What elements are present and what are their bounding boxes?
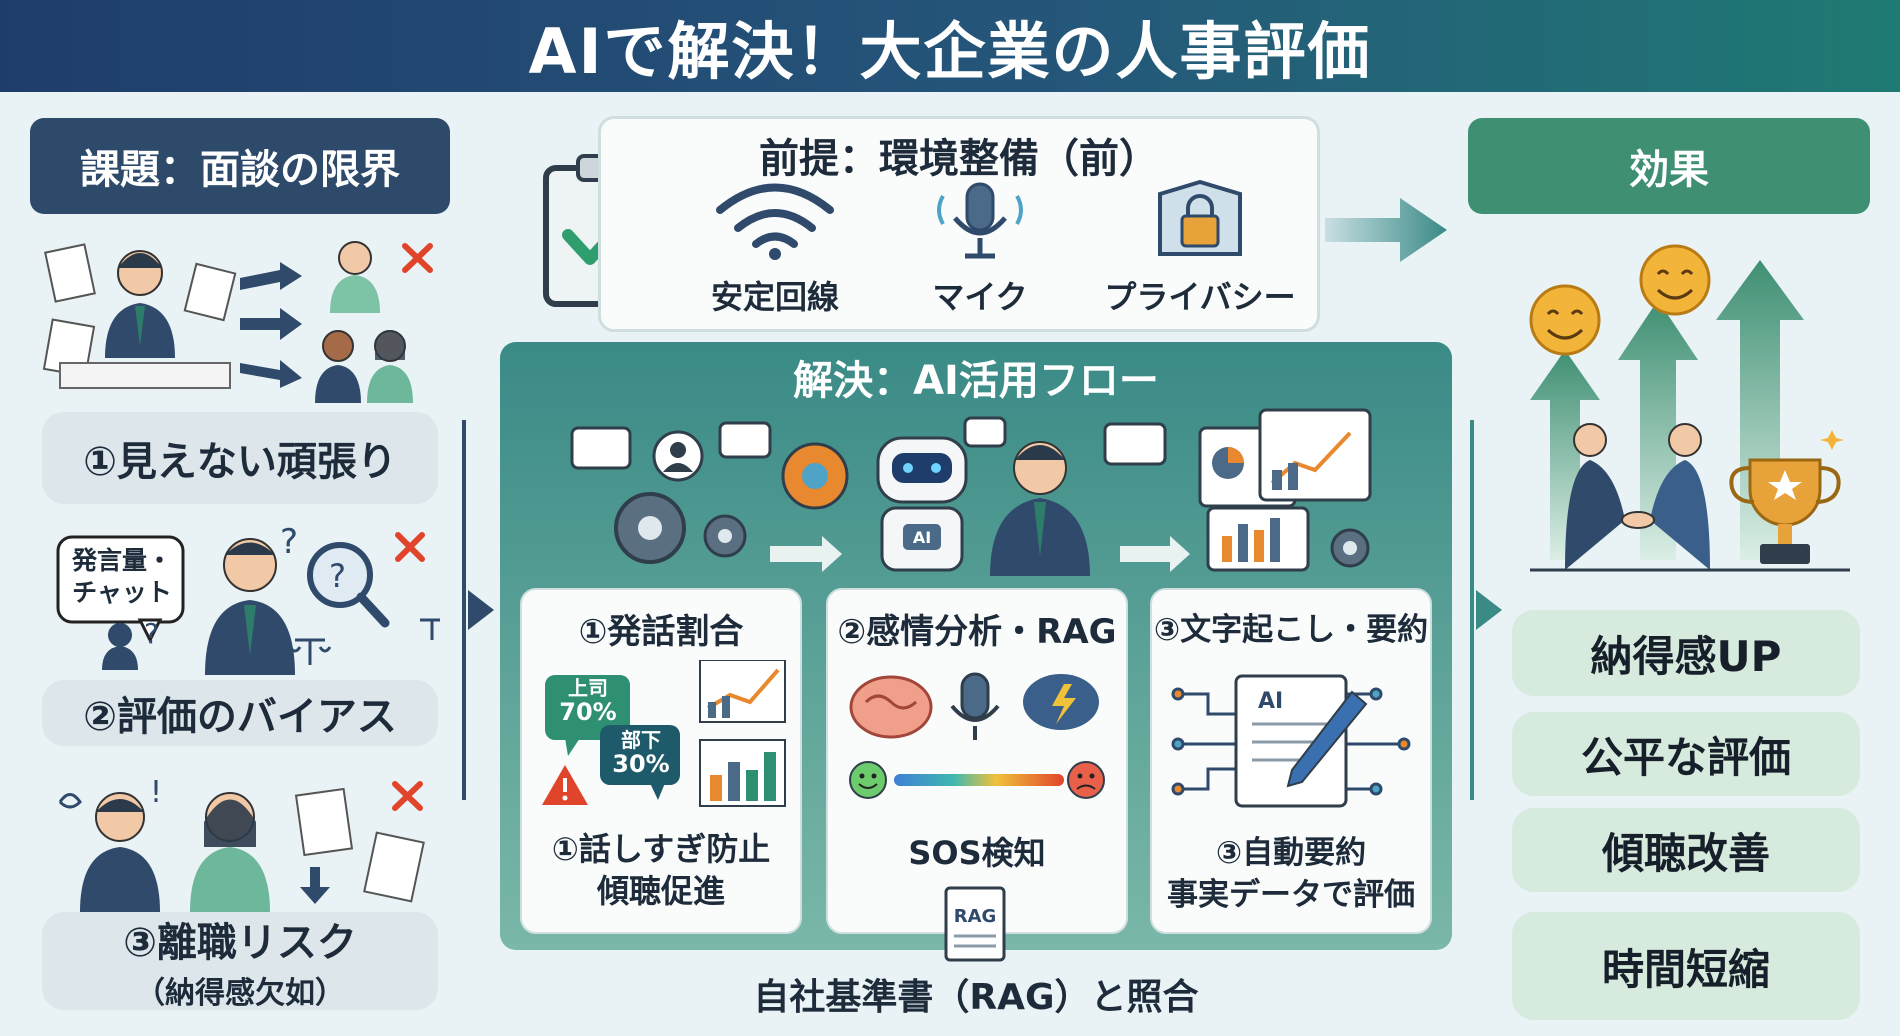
scale-icon <box>288 618 440 665</box>
brain-icon <box>849 675 933 739</box>
effect-item-satisfaction: 納得感UP <box>1512 610 1860 696</box>
effect-item-fairness: 公平な評価 <box>1512 712 1860 796</box>
small-person-icon: ? <box>102 617 159 670</box>
svg-text:!: ! <box>150 775 162 810</box>
smiley-icon <box>1529 244 1711 356</box>
robot-icon <box>876 436 968 572</box>
effects-heading-text: 効果 <box>1629 147 1709 193</box>
resignation-document-icon <box>294 787 425 904</box>
documents-icon <box>42 243 237 389</box>
premise-item-network: 安定回線 <box>690 180 860 320</box>
svg-text:?: ? <box>280 525 298 562</box>
solution-card-sentiment <box>826 588 1128 934</box>
cross-icon <box>402 243 433 273</box>
document-badge: AI <box>1258 689 1283 714</box>
happy-face-icon <box>849 761 887 799</box>
card-1-heading: ①発話割合 <box>578 612 744 652</box>
card-3-caption: ③自動要約 事実データで評価 <box>1167 835 1415 913</box>
premise-item-mic: マイク <box>895 180 1065 320</box>
card-3-heading: ③文字起こし・要約 <box>1153 612 1429 648</box>
effect-item-time: 時間短縮 <box>1512 912 1860 1020</box>
warning-icon <box>542 765 588 805</box>
arrows-icon <box>240 262 302 388</box>
boss-ratio-text: 上司 70% <box>559 676 617 726</box>
svg-text:?: ? <box>144 617 159 650</box>
solution-flow-illustration: AI <box>560 408 1410 578</box>
employees-icon <box>315 330 413 403</box>
issue-1-illustration <box>40 228 440 408</box>
bias-bubble-text: 発言量・ チャット <box>71 546 172 607</box>
growth-arrows-icon <box>1530 260 1804 560</box>
rag-document-icon <box>940 884 1010 964</box>
bar-chart-icon <box>699 660 786 807</box>
premise-heading: 前提：環境整備（前） <box>759 136 1159 182</box>
handshake-icon <box>1565 423 1710 570</box>
speech-bubble-icon <box>56 535 185 644</box>
stressed-manager-icon <box>105 250 175 358</box>
effects-illustration <box>1510 230 1870 580</box>
magnifier-icon: ? <box>307 542 390 628</box>
network-lines-icon <box>1171 687 1411 796</box>
cross-icon <box>392 781 423 811</box>
rag-document-label: RAG <box>953 906 997 927</box>
gears-icon <box>614 492 747 564</box>
premise-item-privacy: プライバシー <box>1100 180 1300 320</box>
effect-item-listening: 傾聴改善 <box>1512 808 1860 892</box>
card-2-heading: ②感情分析・RAG <box>837 612 1117 652</box>
boss-bubble-icon <box>545 675 630 756</box>
issue-3-label: ③離職リスク （納得感欠如） <box>42 912 438 1011</box>
premise-label-network: 安定回線 <box>710 278 839 316</box>
dashboard-icon <box>1198 408 1372 572</box>
card-2-caption: SOS検知 <box>908 834 1046 872</box>
subordinate-bubble-icon <box>600 725 680 800</box>
issues-heading: 課題：面談の限界 <box>30 118 450 214</box>
flow-arrows-icon <box>770 536 1190 572</box>
card-1-caption: ①話しすぎ防止 傾聴促進 <box>551 830 771 910</box>
issue-2-label: ②評価のバイアス <box>42 680 438 746</box>
speech-ratio-illustration <box>540 660 790 810</box>
document-icon <box>1234 674 1348 808</box>
solution-footer: 自社基準書（RAG）と照合 <box>753 977 1199 1018</box>
sad-face-icon <box>1067 761 1105 799</box>
cross-icon <box>395 532 425 562</box>
lock-icon <box>1158 180 1242 256</box>
alert-bubble-icon <box>1023 674 1099 730</box>
wifi-icon <box>716 183 834 260</box>
page-header: AIで解決！大企業の人事評価 <box>0 0 1900 92</box>
sentiment-gauge-icon <box>894 774 1064 786</box>
employee-icon <box>330 241 380 313</box>
trophy-icon <box>1729 430 1844 564</box>
orange-gear-icon <box>781 442 849 510</box>
premise-label-mic: マイク <box>932 278 1028 316</box>
transcription-illustration: AI <box>1170 664 1412 814</box>
issue-3-illustration: ! <box>40 772 440 912</box>
premise-to-effect-arrow-icon <box>1325 190 1450 270</box>
manager-icon: ? <box>205 525 298 675</box>
page-title: AIで解決！大企業の人事評価 <box>528 15 1372 88</box>
effects-heading: 効果 <box>1468 118 1870 214</box>
distressed-employee-icon: ! <box>58 775 162 912</box>
solution-heading: 解決：AI活用フロー <box>793 358 1159 404</box>
right-divider-arrow-icon <box>1466 420 1506 800</box>
worried-employee-icon <box>190 792 270 912</box>
svg-text:?: ? <box>329 557 346 595</box>
premise-label-privacy: プライバシー <box>1104 278 1296 316</box>
microphone-icon <box>937 182 1023 259</box>
issue-2-illustration: ? ? ? <box>40 525 440 675</box>
issue-1-label: ①見えない頑張り <box>42 412 438 504</box>
pen-icon <box>1286 690 1368 788</box>
robot-badge: AI <box>913 528 931 547</box>
issues-heading-text: 課題：面談の限界 <box>80 147 400 193</box>
advisor-icon <box>963 416 1167 576</box>
left-divider-arrow-icon <box>458 420 498 800</box>
chat-bubbles-icon <box>570 421 772 482</box>
sentiment-illustration <box>846 662 1108 812</box>
subordinate-ratio-text: 部下 30% <box>612 728 670 778</box>
microphone-icon <box>950 672 1000 740</box>
